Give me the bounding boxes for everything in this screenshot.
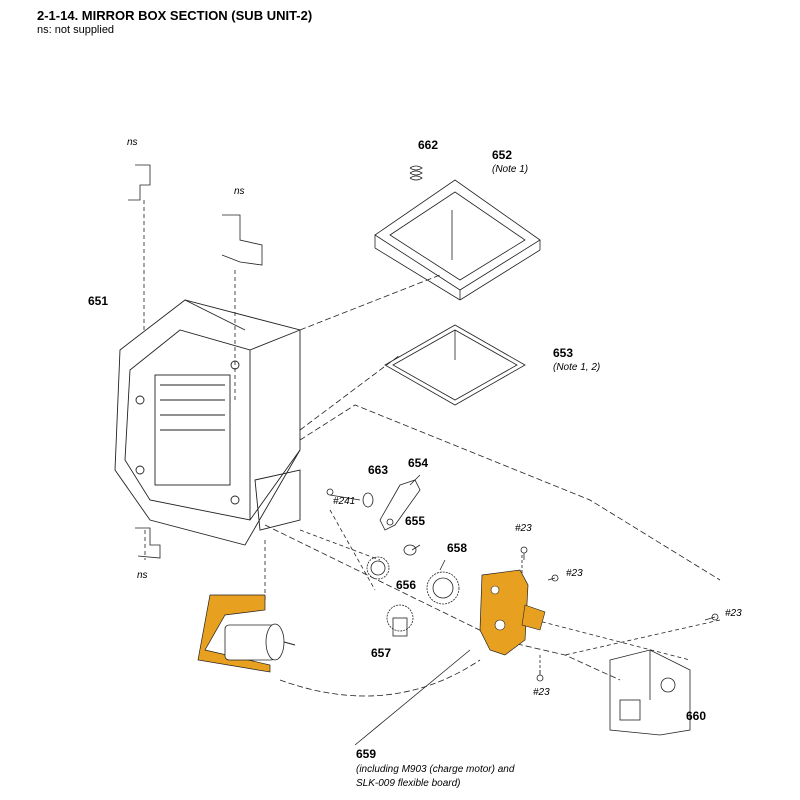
screw-label-23-d: #23 [533,687,550,698]
focusing-screen-653 [384,324,526,406]
part-label-657: 657 [371,646,392,660]
part-label-656: 656 [396,578,417,592]
ns-label-1: ns [127,137,138,148]
part-label-654: 654 [408,456,429,470]
part-label-658: 658 [447,541,468,555]
leader-653 [299,354,401,431]
ns-label-2: ns [234,186,245,197]
assembly-line-top [299,404,721,581]
part-label-663: 663 [368,463,389,477]
spring-662 [409,165,423,181]
leader-659 [354,649,471,746]
screw-label-23-b: #23 [566,568,583,579]
lever-654 [379,479,421,531]
part-label-662: 662 [418,138,439,152]
part-label-659: 659 [356,747,377,761]
part-note-659-line2: SLK-009 flexible board) [356,778,461,789]
bracket-ns1 [128,164,151,201]
part-label-655: 655 [405,514,426,528]
page-title: 2-1-14. MIRROR BOX SECTION (SUB UNIT-2) [37,8,313,23]
part-label-652: 652 [492,148,513,162]
ns-label-3: ns [137,570,148,581]
bracket-ns2 [221,214,263,266]
part-label-653: 653 [553,346,574,360]
bracket-660 [609,649,691,736]
leader-652 [299,274,441,331]
gear-657 [386,604,414,637]
gear-658 [426,571,460,605]
screws-23 [520,546,719,682]
screw-label-23-a: #23 [515,523,532,534]
part-note-652: (Note 1) [492,164,529,175]
charge-motor-assembly-659 [197,569,546,673]
part-note-653: (Note 1, 2) [553,362,601,373]
gear-656 [366,556,390,580]
page-subtitle: ns: not supplied [37,24,115,36]
part-label-660: 660 [686,709,707,723]
screw-label-23-c: #23 [725,608,742,619]
screw-label-241: #241 [333,496,356,507]
part-note-659-line1: (including M903 (charge motor) and [356,764,515,775]
part-label-651: 651 [88,294,109,308]
focusing-screen-frame-652 [374,179,541,301]
mirror-box-frame-651 [114,299,301,546]
bracket-ns3 [135,527,161,559]
washer-663 [362,492,374,508]
screw-241-shape [326,488,334,496]
spring-655 [403,544,417,556]
